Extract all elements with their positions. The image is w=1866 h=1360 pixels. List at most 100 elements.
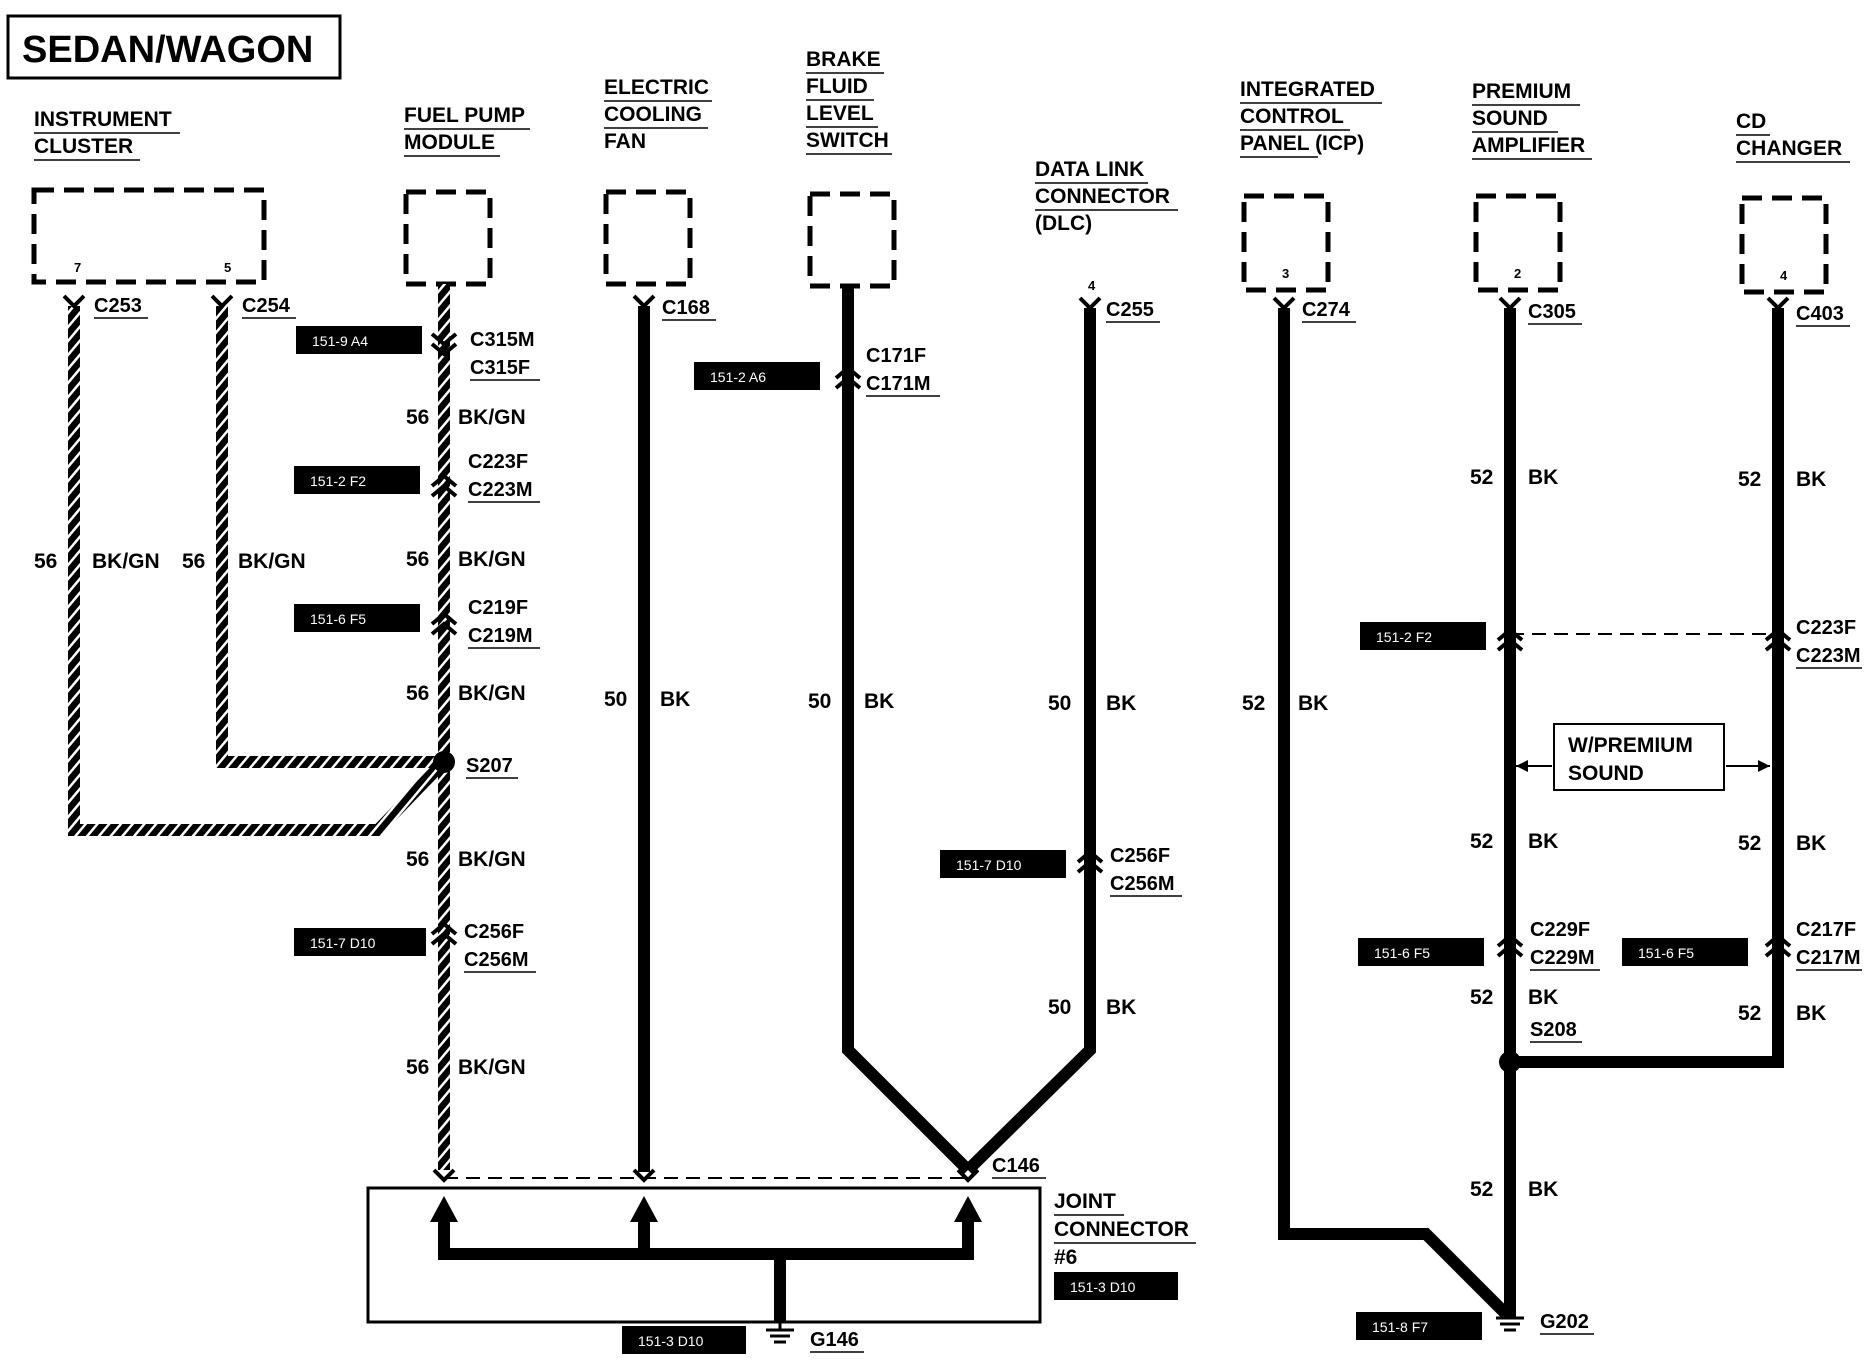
svg-text:BK: BK [1796,468,1826,491]
wire-c254 [216,306,440,768]
svg-text:52: 52 [1470,830,1493,853]
amplifier-box [1473,193,1563,293]
connector-c315-symbol [430,332,458,357]
c403-label: C403 [1796,303,1844,325]
svg-text:151-6 F5: 151-6 F5 [1638,945,1694,961]
svg-text:151-3 D10: 151-3 D10 [1070,1279,1136,1295]
icp-box [1241,193,1331,293]
svg-text:INSTRUMENT: INSTRUMENT [34,108,172,131]
connector-c274-symbol [1272,296,1296,311]
svg-text:56: 56 [406,848,429,871]
svg-text:PANEL (ICP): PANEL (ICP) [1240,132,1364,155]
svg-text:CONTROL: CONTROL [1240,105,1344,128]
svg-text:50: 50 [1048,692,1071,715]
svg-text:151-9 A4: 151-9 A4 [312,333,368,349]
svg-text:BK: BK [1298,692,1328,715]
wire-c253 [68,306,445,836]
svg-text:CONNECTOR: CONNECTOR [1054,1218,1189,1241]
connector-c168-symbol [632,294,656,309]
ref-box-12: 151-8 F7 [1356,1312,1482,1340]
label-premium-sound-amplifier: PREMIUM SOUND AMPLIFIER [1472,80,1592,160]
svg-text:151-6 F5: 151-6 F5 [310,611,366,627]
c223m-label: C223M [468,479,532,501]
connector-c223-symbol [430,473,458,498]
connector-underlines [94,317,1862,1353]
ref-box-2: 151-2 F2 [294,466,420,494]
label-integrated-control-panel: INTEGRATED CONTROL PANEL (ICP) [1240,78,1382,158]
joint-connector-6 [366,1186,1042,1324]
svg-text:151-2 F2: 151-2 F2 [310,473,366,489]
c229f-label: C229F [1530,919,1590,941]
svg-text:FUEL PUMP: FUEL PUMP [404,104,525,127]
c256f-label: C256F [464,921,524,943]
svg-text:FAN: FAN [604,130,646,153]
svg-text:(DLC): (DLC) [1035,212,1092,235]
svg-text:LEVEL: LEVEL [806,102,874,125]
svg-text:151-3 D10: 151-3 D10 [638,1333,704,1349]
svg-text:52: 52 [1470,1178,1493,1201]
svg-text:CONNECTOR: CONNECTOR [1035,185,1170,208]
svg-text:FLUID: FLUID [806,75,868,98]
ref-box-8: 151-3 D10 [622,1326,746,1354]
splice-s207-dot [433,751,455,773]
wire-cd-changer [1510,308,1784,1068]
svg-text:ELECTRIC: ELECTRIC [604,76,709,99]
connector-labels: C253 C254 C315M C315F C223F C223M C219F … [94,295,1860,1351]
svg-text:50: 50 [604,688,627,711]
page-references: 151-9 A4 151-2 F2 151-6 F5 151-7 D10 151… [294,326,1748,1354]
svg-text:PREMIUM: PREMIUM [1472,80,1571,103]
ref-box-10: 151-6 F5 [1358,938,1484,966]
connector-c146-symbol [956,1168,980,1183]
s208-label: S208 [1530,1019,1577,1041]
svg-text:SWITCH: SWITCH [806,129,889,152]
connector-c305-symbol [1498,296,1522,311]
svg-text:52: 52 [1470,986,1493,1009]
svg-text:56: 56 [406,548,429,571]
connector-c217-symbol [1764,933,1792,958]
svg-text:52: 52 [1242,692,1265,715]
svg-text:BK/GN: BK/GN [92,550,160,573]
label-joint-connector: JOINT CONNECTOR #6 [1054,1190,1196,1269]
c219f-label: C219F [468,597,528,619]
label-brake-fluid-level-switch: BRAKE FLUID LEVEL SWITCH [806,48,892,155]
connector-c219-symbol [430,611,458,636]
svg-text:#6: #6 [1054,1246,1077,1269]
title-box: SEDAN/WAGON [6,14,342,80]
c255-label: C255 [1106,299,1154,321]
g202-label: G202 [1540,1311,1589,1333]
ref-box-7: 151-3 D10 [1054,1272,1178,1300]
svg-text:BK/GN: BK/GN [458,406,526,429]
svg-text:BK/GN: BK/GN [458,848,526,871]
connector-c253-symbol [62,294,86,309]
c315m-label: C315M [470,329,534,351]
ref-box-6: 151-7 D10 [940,850,1066,878]
brake-switch-box [807,191,897,289]
svg-text:BK: BK [660,688,690,711]
c223m-cd-label: C223M [1796,645,1860,667]
svg-text:BK: BK [864,690,894,713]
c223f-cd-label: C223F [1796,617,1856,639]
svg-text:BRAKE: BRAKE [806,48,881,71]
pin-icp: 3 [1282,266,1289,281]
svg-text:BK: BK [1528,466,1558,489]
ref-box-3: 151-6 F5 [294,604,420,632]
svg-text:52: 52 [1738,1002,1761,1025]
svg-text:DATA LINK: DATA LINK [1035,158,1144,181]
svg-text:AMPLIFIER: AMPLIFIER [1472,134,1585,157]
svg-text:52: 52 [1738,832,1761,855]
svg-text:BK: BK [1796,1002,1826,1025]
wire-brake-switch [842,284,973,1175]
c171m-label: C171M [866,373,930,395]
connector-c254-symbol [210,294,234,309]
connector-c255-symbol [1078,296,1102,311]
svg-text:W/PREMIUM: W/PREMIUM [1568,734,1693,757]
cooling-fan-box [603,189,693,287]
svg-text:BK/GN: BK/GN [458,1056,526,1079]
svg-text:BK/GN: BK/GN [458,548,526,571]
svg-text:52: 52 [1470,466,1493,489]
ref-box-11: 151-6 F5 [1622,938,1748,966]
label-instrument-cluster: INSTRUMENT CLUSTER [34,108,180,161]
diagram-title: SEDAN/WAGON [22,29,313,71]
ref-box-1: 151-9 A4 [296,326,422,354]
